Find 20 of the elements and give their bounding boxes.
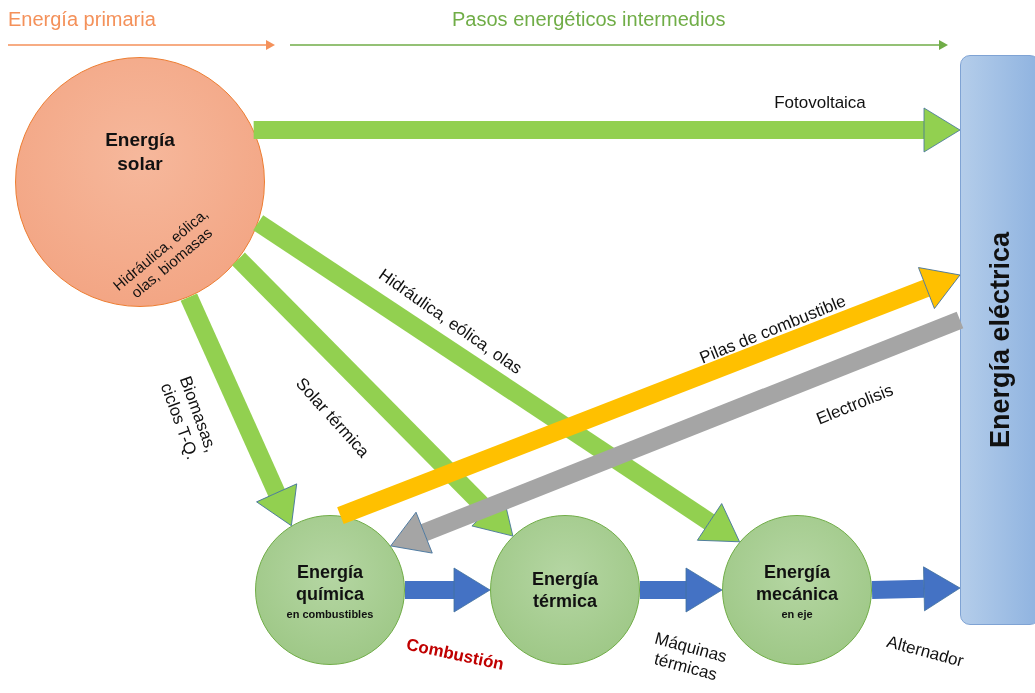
node-note: en combustibles <box>286 607 374 620</box>
block-arrow <box>871 566 961 612</box>
block-arrow <box>390 311 964 554</box>
node-title: Energía química <box>295 560 365 606</box>
block-arrow <box>253 107 961 153</box>
energy-panel <box>960 55 1035 625</box>
block-arrow <box>180 293 298 527</box>
node-title: Energía eléctrica <box>984 231 1016 449</box>
node-title: Energía mecánica <box>754 560 840 606</box>
edge-label: Fotovoltaica <box>774 92 866 114</box>
block-arrow <box>640 567 723 613</box>
node-title: Energía térmica <box>531 567 599 613</box>
block-arrow <box>405 567 491 613</box>
block-arrow <box>337 267 961 525</box>
node-title: Energía solar <box>104 128 176 176</box>
node-note: en eje <box>781 607 813 620</box>
header-label: Energía primaria <box>8 8 156 31</box>
header-label: Pasos energéticos intermedios <box>452 8 726 31</box>
block-arrow <box>232 252 514 537</box>
block-arrow <box>253 215 740 543</box>
